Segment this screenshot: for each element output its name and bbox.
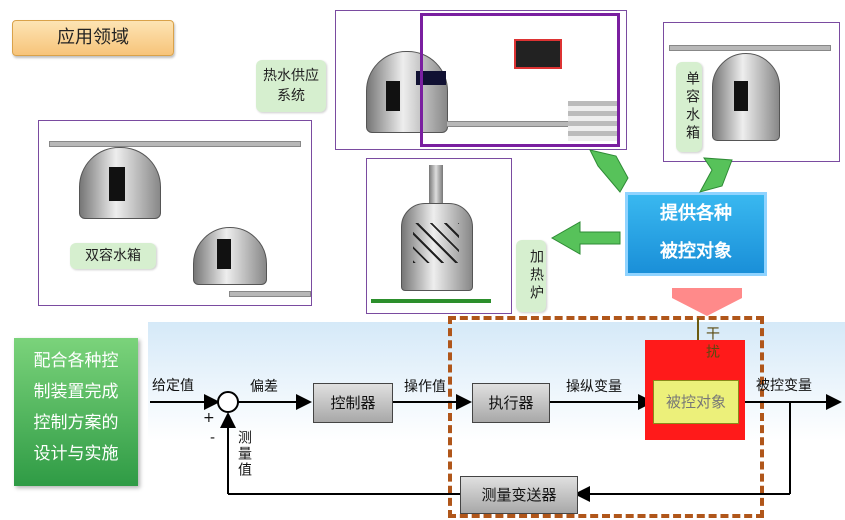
control-note-box: 配合各种控 制装置完成 控制方案的 设计与实施 [14, 338, 138, 486]
arrow-to-hot-water [589, 149, 629, 193]
single-tank-pipe [669, 45, 831, 51]
note-line-2: 制装置完成 [33, 382, 119, 402]
hot-water-tag: 热水供应系统 [256, 60, 326, 112]
single-tank-tag: 单容水箱 [676, 62, 702, 152]
furnace-coil [413, 223, 459, 263]
double-tank-pipe-top [49, 141, 301, 147]
plant-dashed-frame [448, 316, 764, 518]
controller-label: 控制器 [330, 394, 376, 412]
transmitter-label: 测量变送器 [481, 486, 557, 504]
double-tank-panel [38, 120, 312, 306]
disturbance-label: 干扰 [704, 326, 720, 362]
hot-water-display [416, 71, 446, 85]
transmitter-block: 测量变送器 [460, 476, 578, 514]
purple-frame [420, 13, 620, 147]
note-line-1: 配合各种控 [33, 351, 119, 371]
furnace-tag: 加热炉 [516, 240, 546, 312]
note-line-4: 设计与实施 [33, 444, 119, 464]
arrow-to-furnace [550, 221, 621, 255]
note-line-3: 控制方案的 [33, 413, 119, 433]
provide-line-2: 被控对象 [660, 241, 732, 262]
controlled-label: 被控变量 [756, 378, 812, 394]
plus-sign: + [203, 410, 215, 426]
hot-water-tank-window [386, 81, 400, 111]
hot-water-tank [366, 51, 448, 133]
actuator-block: 执行器 [472, 383, 550, 423]
section-title: 应用领域 [12, 20, 174, 56]
single-tank-label: 单容水箱 [684, 71, 700, 143]
operation-label: 操作值 [404, 379, 446, 395]
setpoint-label: 给定值 [152, 378, 194, 394]
actuator-label: 执行器 [488, 394, 534, 412]
furnace-label: 加热炉 [528, 249, 544, 303]
hot-water-radiator [568, 101, 618, 141]
hot-water-panel [335, 10, 627, 150]
lower-tank-window [217, 239, 231, 269]
furnace-panel [366, 158, 512, 314]
double-tank-pipe-bottom [229, 291, 311, 297]
manipulated-label: 操纵变量 [566, 379, 622, 395]
plant-block: 被控对象 [645, 340, 745, 440]
arrow-down-pink [672, 288, 742, 316]
arrow-to-single-tank [698, 157, 733, 193]
single-tank-window [734, 81, 748, 111]
provide-line-1: 提供各种 [660, 203, 732, 224]
upper-tank-window [109, 167, 125, 201]
summing-junction [217, 391, 239, 413]
furnace-pipe-green [371, 299, 491, 303]
plant-inner: 被控对象 [653, 380, 739, 424]
single-tank-panel [663, 22, 840, 162]
hot-water-label: 热水供应系统 [263, 68, 319, 104]
furnace-chimney [429, 165, 443, 205]
double-tank-label: 双容水箱 [85, 248, 141, 264]
double-tank-tag: 双容水箱 [70, 243, 156, 269]
minus-sign: - [210, 430, 216, 446]
controller-block: 控制器 [313, 383, 393, 423]
error-label: 偏差 [250, 379, 278, 395]
measured-label: 测量值 [236, 430, 252, 478]
provide-box: 提供各种 被控对象 [625, 192, 767, 276]
plant-label: 被控对象 [665, 393, 726, 411]
hot-water-heater [514, 39, 562, 69]
